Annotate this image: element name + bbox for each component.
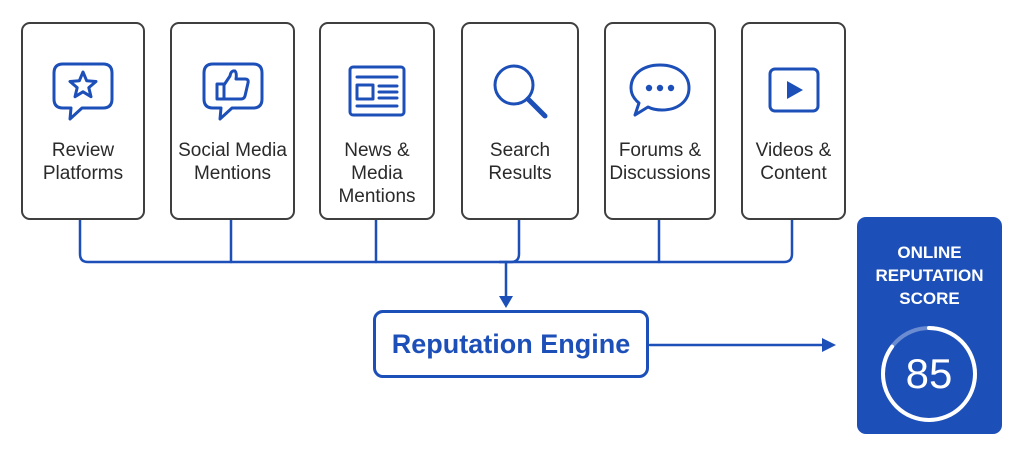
score-value: 85 [905, 350, 953, 397]
thumbs-up-speech-bubble-icon [198, 57, 268, 127]
connector-review [78, 218, 502, 264]
score-gauge-ring [878, 323, 980, 425]
arrow-right-to-score [822, 338, 836, 352]
online-reputation-score-card: ONLINE REPUTATION SCORE 85 [857, 217, 1002, 434]
card-search-results: Search Results [461, 22, 579, 220]
card-label: Videos & Content [755, 140, 832, 184]
card-label: Search Results [488, 140, 552, 184]
card-social-media-mentions: Social Media Mentions [170, 22, 295, 220]
chat-dots-bubble-icon [625, 57, 695, 127]
video-play-icon [759, 57, 829, 127]
card-news-media-mentions: News & Media Mentions [319, 22, 435, 220]
card-label: Review Platforms [42, 140, 124, 184]
connector-videos [498, 218, 794, 264]
reputation-engine-box: Reputation Engine [373, 310, 649, 378]
card-forums-discussions: Forums & Discussions [604, 22, 716, 220]
card-videos-content: Videos & Content [741, 22, 846, 220]
score-title: ONLINE REPUTATION SCORE [875, 243, 984, 308]
connector-search [498, 218, 521, 264]
card-label: Forums & Discussions [609, 140, 711, 184]
card-review-platforms: Review Platforms [21, 22, 145, 220]
card-label: News & Media Mentions [338, 140, 416, 207]
newspaper-icon [342, 57, 412, 127]
reputation-engine-label: Reputation Engine [391, 328, 631, 359]
star-speech-bubble-icon [48, 57, 118, 127]
card-label: Social Media Mentions [178, 140, 287, 184]
magnifying-glass-icon [485, 57, 555, 127]
arrow-down-to-engine [499, 296, 513, 308]
